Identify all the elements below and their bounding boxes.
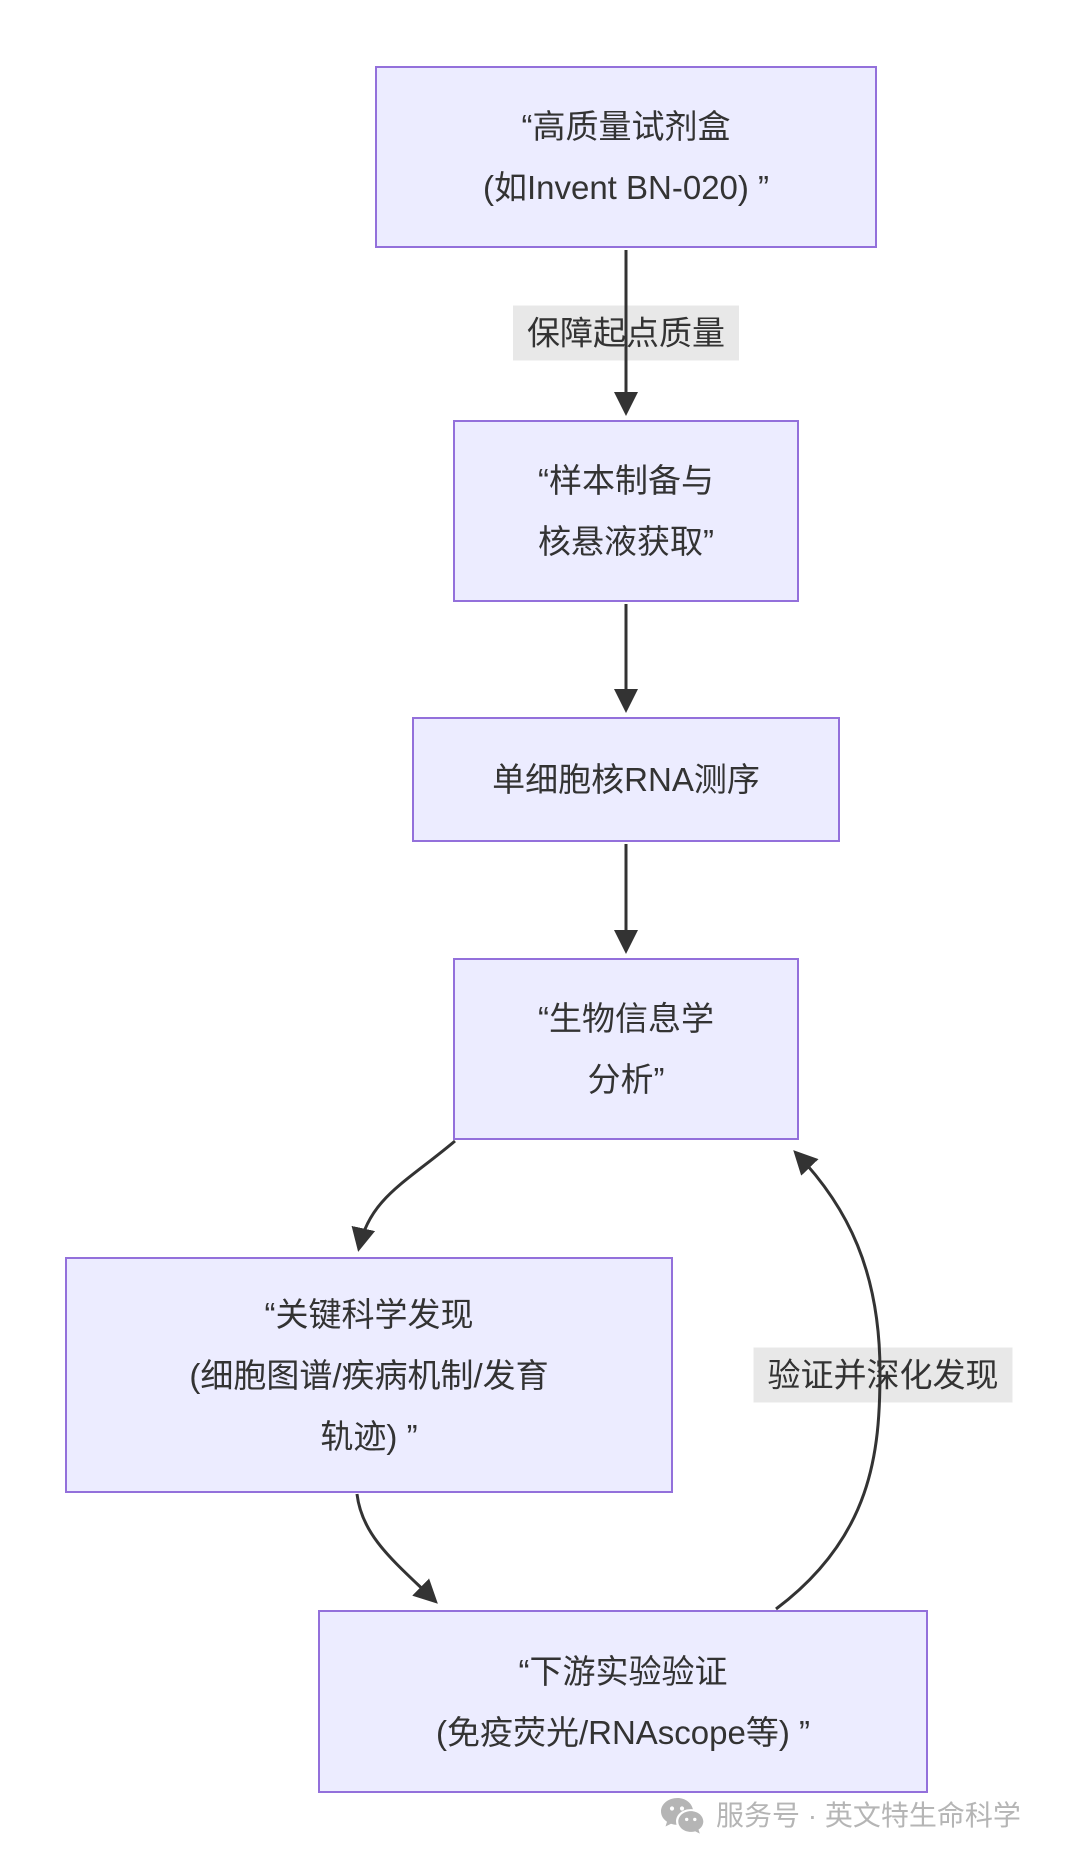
node-kit-line-1: “高质量试剂盒 bbox=[521, 108, 731, 145]
node-validation: “下游实验验证 (免疫荧光/RNAscope等) ” bbox=[318, 1610, 928, 1793]
node-validation-line-2: (免疫荧光/RNAscope等) ” bbox=[435, 1713, 811, 1751]
edge-label-deepen: 验证并深化发现 bbox=[753, 1347, 1013, 1403]
node-snrna-seq: 单细胞核RNA测序 bbox=[412, 717, 840, 842]
footer-caption: 服务号 · 英文特生命科学 bbox=[660, 1794, 1021, 1838]
node-kit: “高质量试剂盒 (如Invent BN-020) ” bbox=[375, 66, 877, 248]
node-validation-line-1: “下游实验验证 bbox=[518, 1652, 728, 1690]
footer-text: 服务号 · 英文特生命科学 bbox=[716, 1800, 1021, 1831]
node-findings-line-1: “关键科学发现 bbox=[264, 1295, 474, 1333]
node-bioinformatics-line-1: “生物信息学 bbox=[538, 1000, 714, 1037]
node-snrna-seq-line-1: 单细胞核RNA测序 bbox=[492, 761, 760, 798]
arrow-findings-to-validation bbox=[355, 1493, 438, 1604]
node-sample-prep-line-1: “样本制备与 bbox=[538, 462, 714, 499]
node-findings-line-3: 轨迹) ” bbox=[320, 1417, 418, 1455]
wechat-icon bbox=[661, 1798, 704, 1834]
node-findings-line-2: (细胞图谱/疾病机制/发育 bbox=[189, 1356, 549, 1394]
node-findings: “关键科学发现 (细胞图谱/疾病机制/发育 轨迹) ” bbox=[65, 1257, 673, 1493]
node-sample-prep: “样本制备与 核悬液获取” bbox=[453, 420, 799, 602]
node-sample-prep-line-2: 核悬液获取” bbox=[538, 523, 714, 560]
arrow-bioinfo-to-findings bbox=[351, 1139, 456, 1252]
node-bioinformatics-line-2: 分析” bbox=[587, 1061, 665, 1098]
node-bioinformatics: “生物信息学 分析” bbox=[453, 958, 799, 1140]
node-kit-line-2: (如Invent BN-020) ” bbox=[482, 169, 770, 206]
edge-label-quality: 保障起点质量 bbox=[513, 305, 739, 361]
